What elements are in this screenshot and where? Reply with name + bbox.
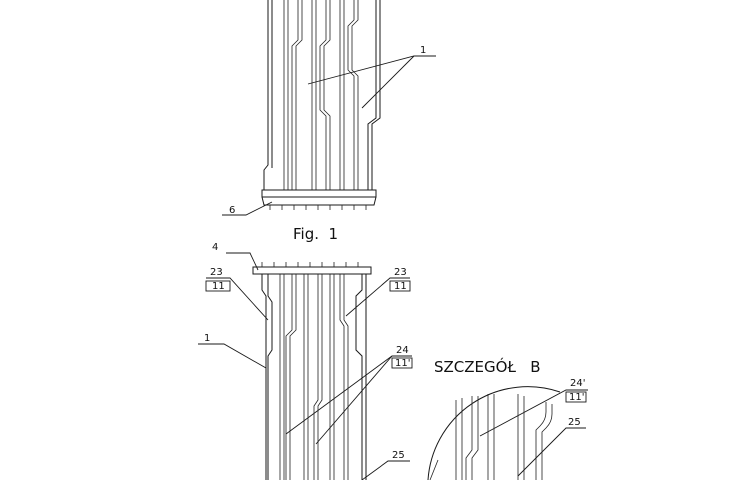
- detail-leader-lines: [479, 389, 588, 477]
- label-25-detail: 25: [568, 417, 581, 428]
- label-11-prime-detail: 11': [569, 392, 584, 403]
- label-6: 6: [229, 205, 235, 216]
- label-1-bottom: 1: [204, 333, 210, 344]
- label-24: 24: [396, 345, 409, 356]
- label-23-left: 23: [210, 267, 223, 278]
- label-24-prime-detail: 24': [570, 378, 585, 389]
- figure-caption: Fig. 1: [293, 225, 338, 243]
- leader-lines-lower: [198, 252, 413, 480]
- label-11-right: 11: [394, 281, 407, 292]
- leader-lines-upper: [222, 55, 436, 216]
- label-11-prime: 11': [395, 358, 410, 369]
- label-25: 25: [392, 450, 405, 461]
- label-1-top: 1: [420, 45, 426, 56]
- upper-radiator-assembly: [261, 0, 381, 210]
- label-23-right: 23: [394, 267, 407, 278]
- detail-title: SZCZEGÓŁ B: [434, 357, 540, 376]
- lower-radiator-assembly: [252, 262, 372, 480]
- label-4: 4: [212, 242, 218, 253]
- detail-b-view: [427, 386, 561, 480]
- label-11-left: 11: [212, 281, 225, 292]
